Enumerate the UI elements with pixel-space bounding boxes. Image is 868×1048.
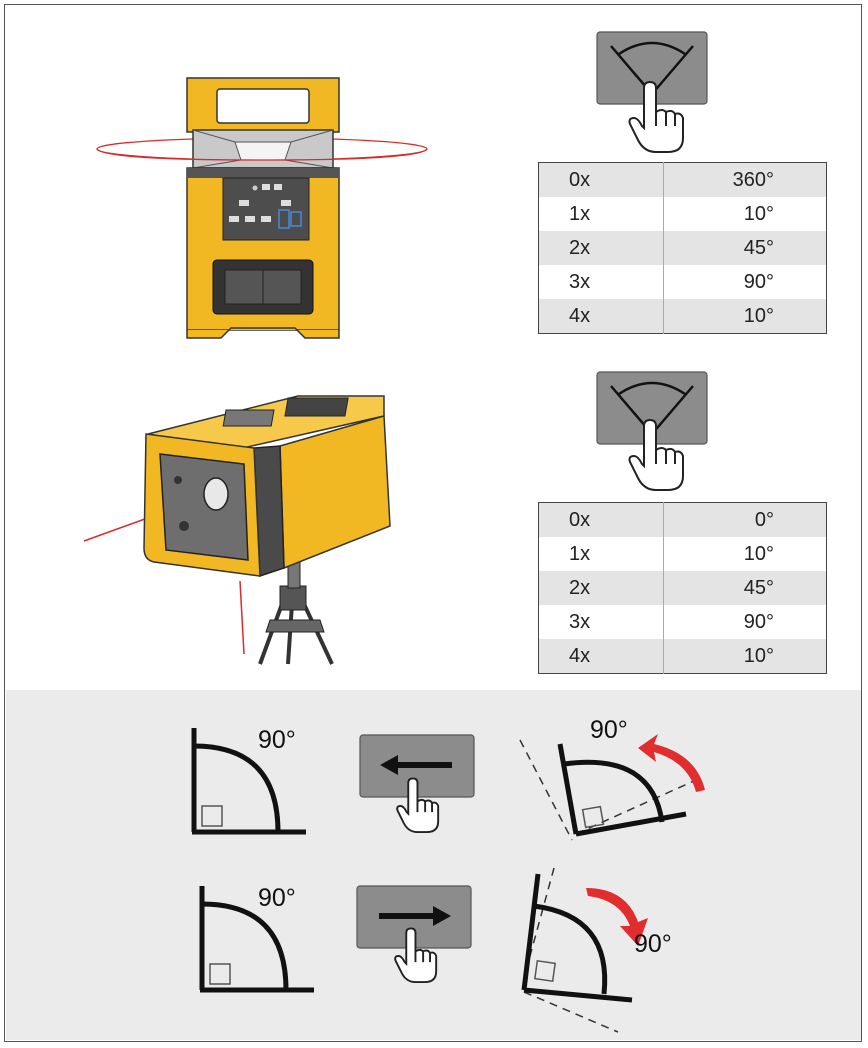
rotation-angle: 90° [743,270,774,293]
press-count: 2x [538,231,664,265]
rotation-angle: 45° [663,571,827,605]
table-row: 1x 10° [538,537,827,571]
angle-label: 90° [258,884,296,912]
rotation-angle: 10° [743,202,774,225]
pointing-hand-icon [396,777,442,834]
press-count: 3x [538,605,664,639]
angle-label: 90° [258,726,296,754]
press-count: 0x [538,162,664,197]
press-count: 3x [538,265,664,299]
table-row: 3x 90° [538,265,827,299]
rotation-angle: 0° [663,502,827,537]
angle-diagram-before-left [190,728,310,836]
table-row: 3x 90° [538,605,827,639]
arrow-right-button[interactable] [356,885,473,952]
angle-diagram-before-right [198,886,318,994]
rotation-angle: 10° [663,299,827,334]
rotation-angle: 10° [663,639,827,674]
angle-label: 90° [590,716,628,744]
rotation-angle: 360° [663,162,827,197]
pointing-hand-icon [628,418,688,492]
rotation-angle: 10° [743,542,774,565]
rotate-counterclockwise-arrow-icon [638,734,705,792]
angle-diagram-after-left [519,730,720,850]
press-count: 1x [538,537,664,571]
laser-level-vertical-illustration [83,376,404,666]
rotation-angle: 90° [743,610,774,633]
angle-diagram-after-right [508,866,668,1036]
press-count: 1x [538,197,664,231]
angle-label: 90° [634,930,672,958]
press-count: 0x [538,502,664,537]
rotation-angle: 45° [663,231,827,265]
laser-level-horizontal-illustration [95,72,435,342]
pointing-hand-icon [628,80,688,154]
table-row: 1x 10° [538,197,827,231]
press-count: 2x [538,571,664,605]
press-count: 4x [538,299,664,334]
press-count: 4x [538,639,664,674]
pointing-hand-icon [394,927,440,984]
rotate-clockwise-arrow-icon [586,888,648,946]
